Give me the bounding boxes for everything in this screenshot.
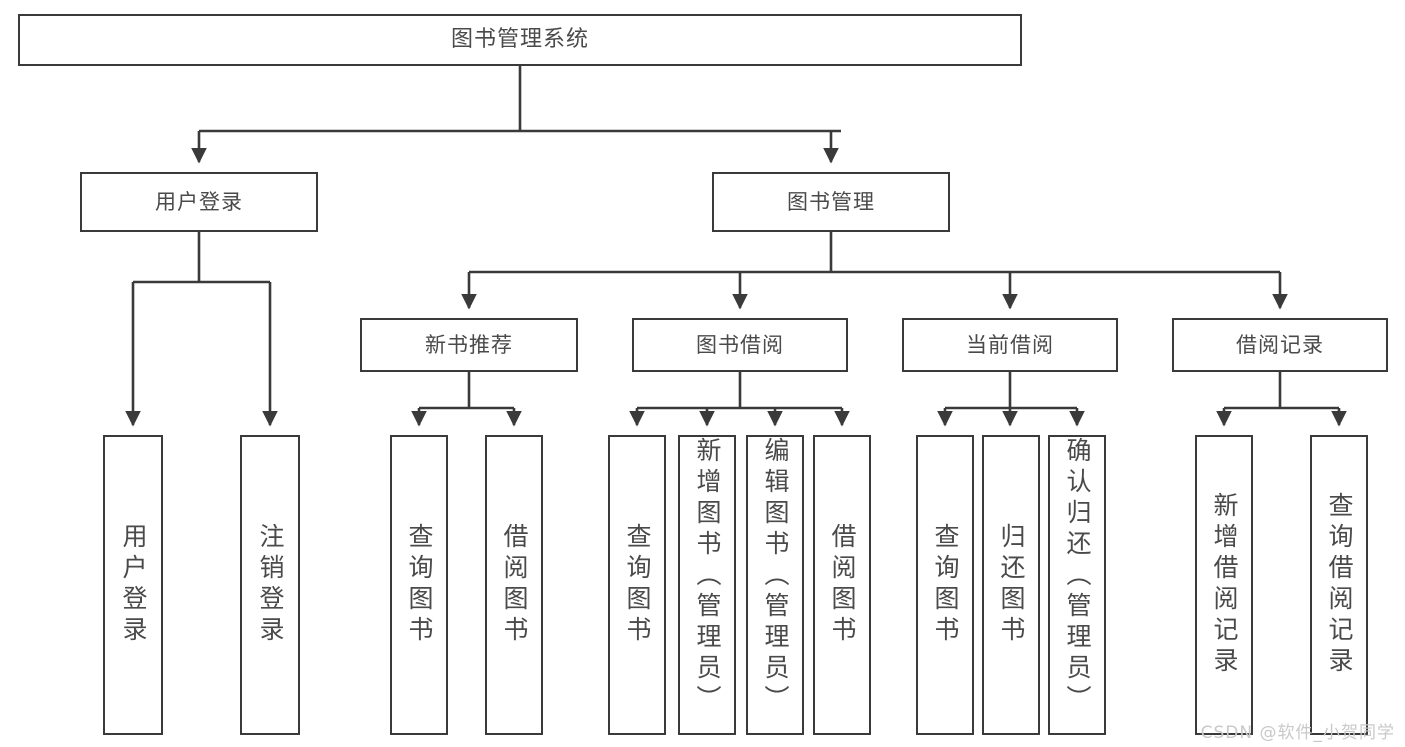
node-book-management-label: 图书管理 xyxy=(787,189,875,214)
node-leaf-borrow-book[interactable]: 借阅图书 xyxy=(813,435,871,735)
node-book-borrow[interactable]: 图书借阅 xyxy=(632,318,848,372)
node-root-label: 图书管理系统 xyxy=(450,27,589,52)
node-leaf-query-book-borrow-label: 查询图书 xyxy=(623,523,652,647)
node-leaf-borrow-book-recommend[interactable]: 借阅图书 xyxy=(485,435,543,735)
node-leaf-edit-book-admin[interactable]: 编辑图书（管理员） xyxy=(746,435,804,735)
node-leaf-query-book-recommend-label: 查询图书 xyxy=(405,523,434,647)
node-leaf-add-borrow-record[interactable]: 新增借阅记录 xyxy=(1195,435,1253,735)
node-root[interactable]: 图书管理系统 xyxy=(18,14,1022,66)
node-current-borrow-label: 当前借阅 xyxy=(966,332,1054,357)
node-leaf-query-book-recommend[interactable]: 查询图书 xyxy=(390,435,448,735)
node-leaf-query-book-borrow[interactable]: 查询图书 xyxy=(608,435,666,735)
node-leaf-logout-label: 注销登录 xyxy=(256,523,285,647)
node-leaf-borrow-book-recommend-label: 借阅图书 xyxy=(500,523,529,647)
node-leaf-edit-book-admin-label: 编辑图书（管理员） xyxy=(761,437,790,716)
node-book-borrow-label: 图书借阅 xyxy=(696,332,784,357)
node-current-borrow[interactable]: 当前借阅 xyxy=(902,318,1118,372)
node-leaf-confirm-return-admin[interactable]: 确认归还（管理员） xyxy=(1048,435,1106,735)
node-leaf-return-book[interactable]: 归还图书 xyxy=(982,435,1040,735)
node-new-book-recommend[interactable]: 新书推荐 xyxy=(360,318,578,372)
node-new-book-recommend-label: 新书推荐 xyxy=(425,332,513,357)
node-leaf-add-book-admin-label: 新增图书（管理员） xyxy=(693,437,722,716)
node-leaf-add-borrow-record-label: 新增借阅记录 xyxy=(1210,492,1239,678)
node-leaf-return-book-label: 归还图书 xyxy=(997,523,1026,647)
node-leaf-logout[interactable]: 注销登录 xyxy=(240,435,300,735)
node-borrow-record[interactable]: 借阅记录 xyxy=(1172,318,1388,372)
node-borrow-record-label: 借阅记录 xyxy=(1236,332,1324,357)
node-leaf-query-book-current[interactable]: 查询图书 xyxy=(916,435,974,735)
node-leaf-query-borrow-record-label: 查询借阅记录 xyxy=(1325,492,1354,678)
node-leaf-user-login[interactable]: 用户登录 xyxy=(103,435,163,735)
node-leaf-query-book-current-label: 查询图书 xyxy=(931,523,960,647)
watermark: CSDN @软件_小贺同学 xyxy=(1200,723,1395,743)
node-leaf-add-book-admin[interactable]: 新增图书（管理员） xyxy=(678,435,736,735)
node-user-login-label: 用户登录 xyxy=(155,189,243,214)
node-leaf-borrow-book-label: 借阅图书 xyxy=(828,523,857,647)
node-user-login[interactable]: 用户登录 xyxy=(80,172,318,232)
node-book-management[interactable]: 图书管理 xyxy=(712,172,950,232)
node-leaf-query-borrow-record[interactable]: 查询借阅记录 xyxy=(1310,435,1368,735)
node-leaf-confirm-return-admin-label: 确认归还（管理员） xyxy=(1063,437,1092,716)
node-leaf-user-login-label: 用户登录 xyxy=(119,523,148,647)
